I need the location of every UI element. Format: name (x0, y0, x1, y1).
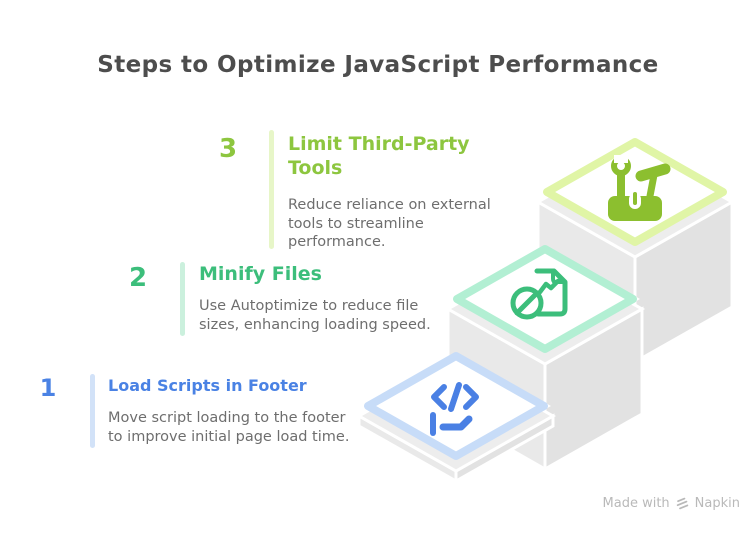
step1-block (355, 352, 557, 484)
step3-block (534, 138, 736, 365)
step2-accent-bar (180, 262, 185, 336)
minify-file-icon (510, 268, 568, 320)
step2-heading: Minify Files (199, 263, 322, 285)
step3-description: Reduce reliance on external tools to str… (288, 197, 491, 250)
tools-icon (608, 155, 671, 221)
step3-accent-bar (269, 130, 274, 249)
step3-number: 3 (218, 134, 238, 164)
step3-heading: Limit Third-Party Tools (288, 133, 470, 179)
made-with-napkin-badge: Made with Napkin (603, 496, 740, 511)
step2-number: 2 (128, 263, 148, 293)
napkin-logo-icon (676, 497, 688, 510)
page-title: Steps to Optimize JavaScript Performance (97, 52, 659, 78)
step2-description: Use Autoptimize to reduce file sizes, en… (199, 298, 431, 333)
made-with-label: Made with (602, 496, 670, 511)
step1-heading: Load Scripts in Footer (108, 376, 307, 395)
step1-description: Move script loading to the footer to imp… (108, 410, 350, 445)
brand-label: Napkin (694, 496, 740, 511)
step1-number: 1 (39, 374, 57, 402)
code-footer-icon (430, 382, 479, 436)
step1-accent-bar (90, 374, 95, 448)
